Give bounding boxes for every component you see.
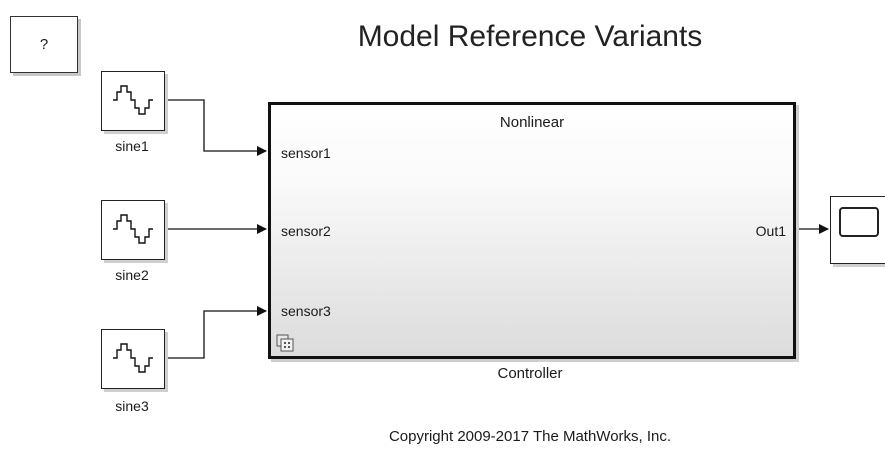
scope-block[interactable] — [830, 196, 885, 264]
help-block-label: ? — [39, 36, 49, 53]
sine2-block[interactable] — [101, 200, 165, 260]
copyright-text: Copyright 2009-2017 The MathWorks, Inc. — [388, 428, 672, 445]
input-port-sensor1: sensor1 — [281, 145, 331, 161]
sine1-label: sine1 — [115, 138, 149, 154]
signal-line-sine1[interactable] — [165, 99, 267, 156]
scope-icon — [839, 207, 879, 237]
sine2-label: sine2 — [115, 267, 149, 283]
sine-wave-icon — [113, 85, 153, 115]
controller-name: Controller — [497, 365, 563, 382]
diagram-title: Model Reference Variants — [357, 20, 703, 53]
input-port-sensor3: sensor3 — [281, 303, 331, 319]
sine3-label: sine3 — [115, 398, 149, 414]
model-reference-icon — [276, 334, 294, 352]
output-port-out1: Out1 — [755, 223, 786, 239]
sine-wave-icon — [113, 214, 153, 244]
sine3-block[interactable] — [101, 329, 165, 389]
input-port-sensor2: sensor2 — [281, 223, 331, 239]
help-block[interactable]: ? — [10, 16, 78, 73]
signal-line-sine3[interactable] — [165, 306, 267, 359]
controller-block[interactable]: Nonlinear sensor1 sensor2 sensor3 Out1 — [268, 102, 796, 359]
sine-wave-icon — [113, 343, 153, 373]
sine1-block[interactable] — [101, 71, 165, 131]
active-variant-label: Nonlinear — [499, 114, 565, 131]
